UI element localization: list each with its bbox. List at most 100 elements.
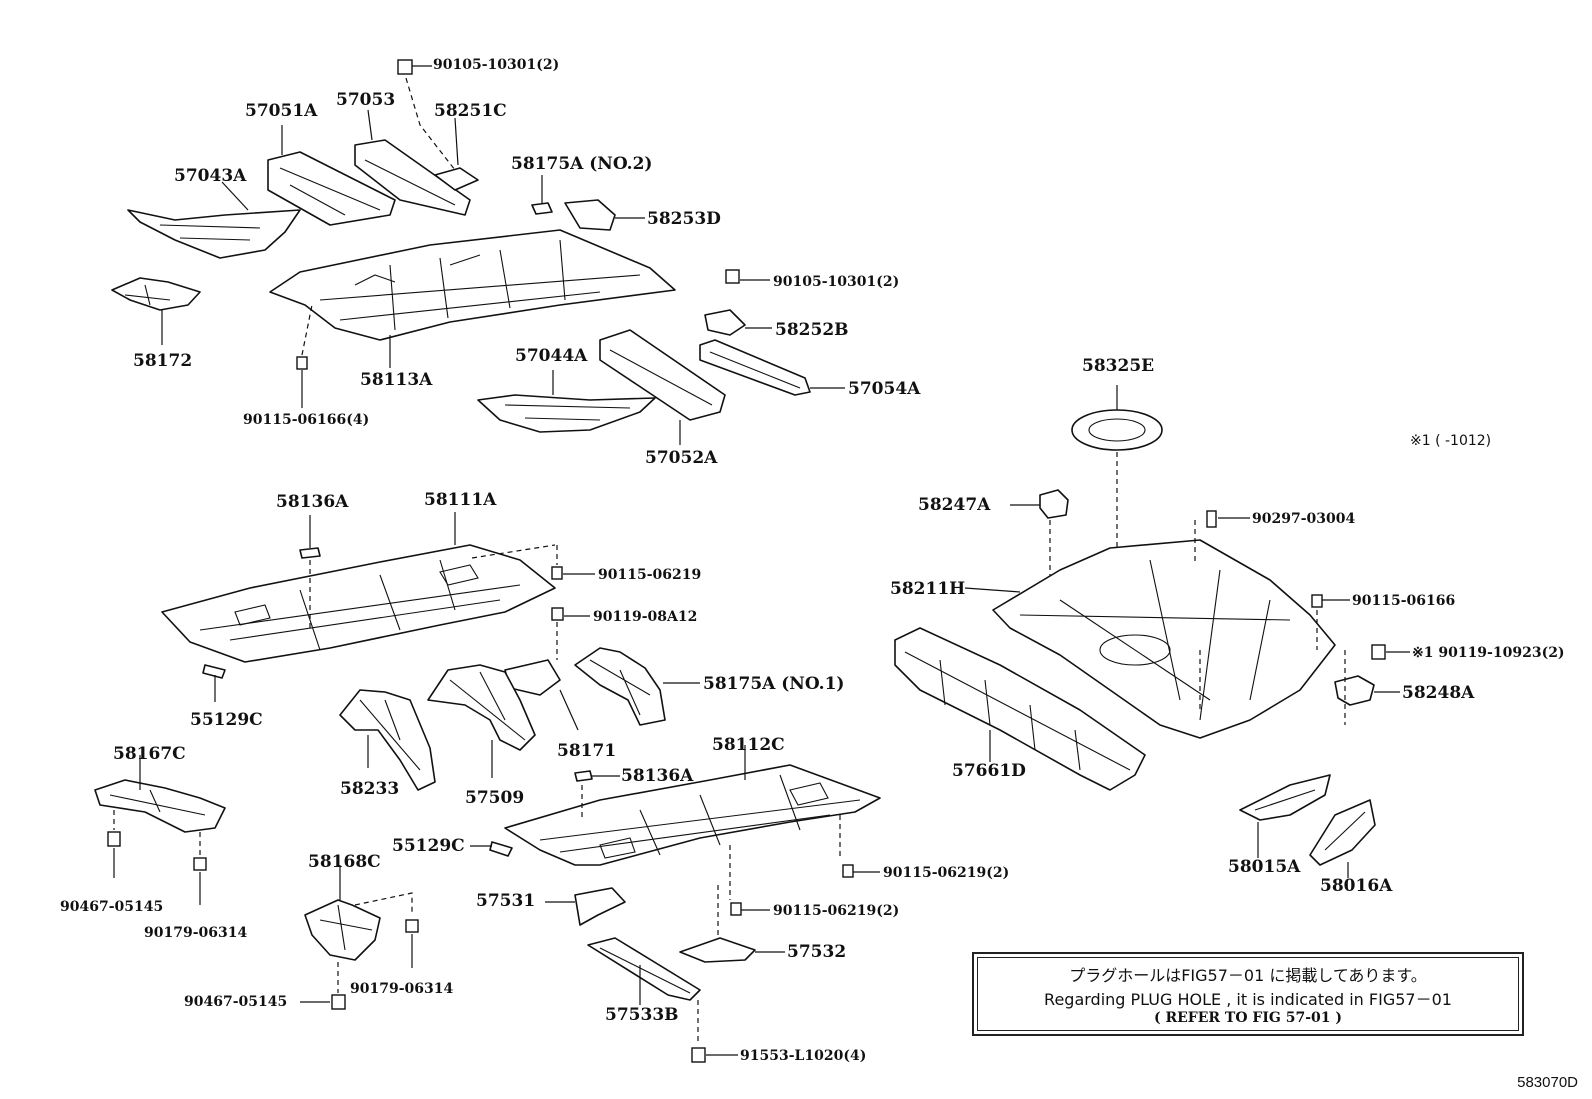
part-57509 bbox=[427, 664, 536, 751]
part-57531 bbox=[574, 887, 626, 926]
plug-hole-note: プラグホールはFIG57－01 に掲載してあります。 Regarding PLU… bbox=[972, 952, 1524, 1036]
label-58253D: 58253D bbox=[647, 209, 721, 229]
part-58248A bbox=[1334, 675, 1375, 706]
label-90179-06314-a: 90179-06314 bbox=[144, 925, 248, 941]
label-58211H: 58211H bbox=[890, 579, 966, 599]
bolt-90115-06166 bbox=[1311, 594, 1323, 608]
part-55129C-top bbox=[202, 664, 226, 679]
label-57051A: 57051A bbox=[245, 101, 318, 121]
bolt-90115-06219-2a bbox=[842, 864, 854, 878]
label-90105-10301-mid: 90105-10301(2) bbox=[773, 274, 900, 290]
part-58325E bbox=[1071, 409, 1163, 451]
label-90115-06166-4: 90115-06166(4) bbox=[243, 412, 370, 428]
label-57509: 57509 bbox=[465, 788, 525, 808]
label-90297-03004: 90297-03004 bbox=[1252, 511, 1356, 527]
label-90119-08A12: 90119-08A12 bbox=[593, 609, 698, 625]
part-58015A bbox=[1239, 774, 1331, 821]
part-57044A bbox=[477, 394, 656, 433]
part-58016A bbox=[1309, 799, 1376, 866]
label-58251C: 58251C bbox=[434, 101, 507, 121]
figure-id: 583070D bbox=[1517, 1074, 1578, 1091]
part-58168C bbox=[304, 899, 381, 961]
part-58136A-top bbox=[299, 547, 321, 559]
label-58136A-mid: 58136A bbox=[621, 766, 694, 786]
label-90115-06219-2b: 90115-06219(2) bbox=[773, 903, 900, 919]
part-57043A bbox=[127, 209, 301, 259]
note-line-reference: ( REFER TO FIG 57-01 ) bbox=[1153, 1010, 1342, 1026]
label-58252B: 58252B bbox=[775, 320, 849, 340]
label-57052A: 57052A bbox=[645, 448, 718, 468]
label-58247A: 58247A bbox=[918, 495, 991, 515]
part-58247A bbox=[1039, 489, 1069, 519]
part-58112C bbox=[504, 764, 881, 866]
note-line-english: Regarding PLUG HOLE , it is indicated in… bbox=[1044, 990, 1452, 1009]
label-58015A: 58015A bbox=[1228, 857, 1301, 877]
label-58171: 58171 bbox=[557, 741, 617, 761]
label-90115-06166: 90115-06166 bbox=[1352, 593, 1456, 609]
bolt-90105-mid bbox=[725, 269, 740, 284]
label-57054A: 57054A bbox=[848, 379, 921, 399]
part-58251C bbox=[434, 167, 479, 191]
bolt-90297-03004 bbox=[1206, 510, 1217, 528]
label-58248A: 58248A bbox=[1402, 683, 1475, 703]
label-90467-05145-b: 90467-05145 bbox=[184, 994, 288, 1010]
footnote-marker: ※1 ( -1012) bbox=[1410, 433, 1492, 449]
part-58233 bbox=[339, 689, 436, 791]
label-58175A-no2: 58175A (NO.2) bbox=[511, 154, 653, 174]
part-58172 bbox=[111, 277, 201, 311]
label-58136A-top: 58136A bbox=[276, 492, 349, 512]
label-58111A: 58111A bbox=[424, 490, 497, 510]
label-57044A: 57044A bbox=[515, 346, 588, 366]
label-90179-06314-b: 90179-06314 bbox=[350, 981, 454, 997]
part-58211H bbox=[992, 539, 1336, 739]
label-58172: 58172 bbox=[133, 351, 193, 371]
part-57051A bbox=[267, 151, 396, 226]
label-57533B: 57533B bbox=[605, 1005, 679, 1025]
label-91553-L1020: 91553-L1020(4) bbox=[740, 1048, 867, 1064]
bolt-90467-05145-b bbox=[331, 994, 346, 1010]
label-58325E: 58325E bbox=[1082, 356, 1155, 376]
bolt-90119-08A12 bbox=[551, 607, 564, 621]
bolt-90119-10923 bbox=[1371, 644, 1386, 660]
part-57053 bbox=[354, 139, 471, 216]
label-58016A: 58016A bbox=[1320, 876, 1393, 896]
part-58113A bbox=[269, 229, 676, 341]
label-57532: 57532 bbox=[787, 942, 847, 962]
part-58175A-no2 bbox=[531, 202, 553, 215]
part-58253D bbox=[564, 199, 616, 231]
bolt-90467-05145-a bbox=[107, 831, 121, 847]
label-58167C: 58167C bbox=[113, 744, 186, 764]
label-55129C-top: 55129C bbox=[190, 710, 263, 730]
label-57661D: 57661D bbox=[952, 761, 1026, 781]
label-90467-05145-a: 90467-05145 bbox=[60, 899, 164, 915]
label-90119-10923: ※1 90119-10923(2) bbox=[1412, 645, 1565, 661]
label-90105-10301-top: 90105-10301(2) bbox=[433, 57, 560, 73]
bolt-90105-top bbox=[397, 59, 413, 75]
part-58175A-no1 bbox=[574, 647, 666, 726]
part-57532 bbox=[679, 937, 756, 963]
part-57054A bbox=[699, 339, 811, 396]
label-58233: 58233 bbox=[340, 779, 400, 799]
label-55129C-mid: 55129C bbox=[392, 836, 465, 856]
label-57053: 57053 bbox=[336, 90, 396, 110]
label-57531: 57531 bbox=[476, 891, 536, 911]
part-57052A bbox=[599, 329, 726, 421]
bolt-90115-06219-2b bbox=[730, 902, 742, 916]
bolt-91553-L1020 bbox=[691, 1047, 706, 1063]
label-57043A: 57043A bbox=[174, 166, 247, 186]
part-58111A bbox=[161, 544, 556, 663]
label-58168C: 58168C bbox=[308, 852, 381, 872]
label-58113A: 58113A bbox=[360, 370, 433, 390]
part-57533B bbox=[587, 937, 701, 1001]
part-58136A-mid bbox=[574, 770, 593, 782]
label-58112C: 58112C bbox=[712, 735, 785, 755]
bolt-90115-06166-4 bbox=[296, 356, 308, 370]
bolt-90115-06219 bbox=[551, 566, 563, 580]
label-90115-06219-2a: 90115-06219(2) bbox=[883, 865, 1010, 881]
part-58252B bbox=[704, 309, 746, 336]
label-90115-06219: 90115-06219 bbox=[598, 567, 702, 583]
bolt-90179-06314-a bbox=[193, 857, 207, 871]
bolt-90179-06314-b bbox=[405, 919, 419, 933]
